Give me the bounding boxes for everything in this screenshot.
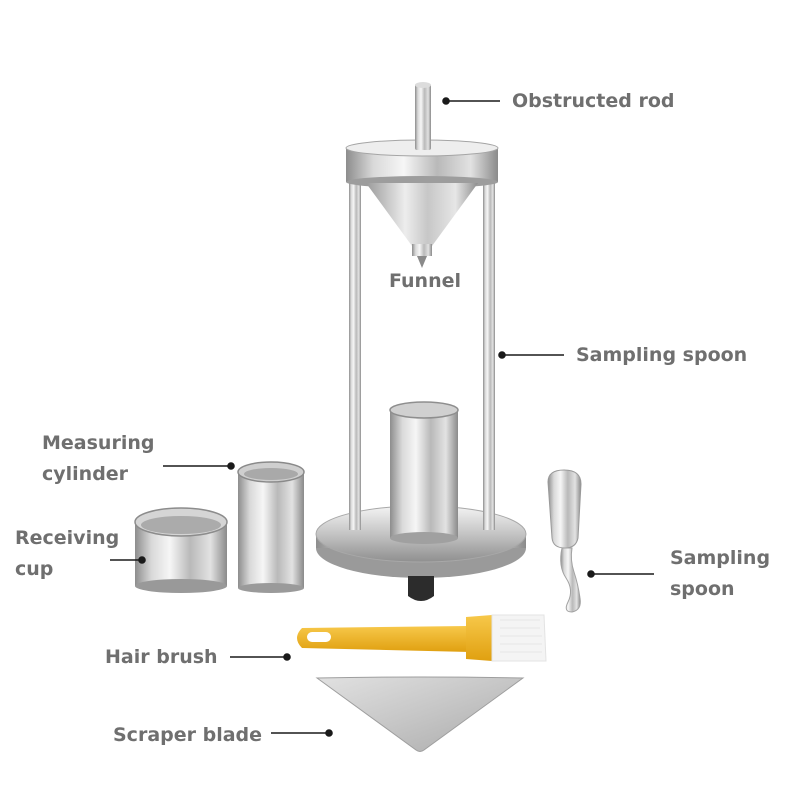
label-funnel: Funnel [389,270,462,292]
inner-cylinder [389,401,459,544]
label-sampling-spoon-line1: Sampling [670,547,771,569]
label-scraper-blade: Scraper blade [113,724,263,746]
label-obstructed-rod: Obstructed rod [512,90,675,112]
label-hair-brush: Hair brush [105,646,218,668]
leader-lines [110,97,654,737]
sampling-spoon [547,469,582,613]
top-holder [345,139,499,188]
label-measuring-cylinder: Measuring cylinder [42,428,154,490]
hair-brush [297,614,547,662]
receiving-cup [134,507,228,593]
measuring-cylinder [237,461,305,593]
obstructed-rod [415,82,431,150]
label-receiving-cup-line1: Receiving [15,527,120,549]
label-measuring-cylinder-line1: Measuring [42,432,155,454]
base-plate [315,505,527,601]
funnel [366,183,478,268]
label-receiving-cup: Receiving cup [15,523,119,585]
scraper-blade [315,676,525,752]
label-support-rod: Sampling spoon [576,344,748,366]
label-sampling-spoon: Sampling spoon [670,543,770,605]
label-sampling-spoon-line2: spoon [670,578,735,600]
support-rods [349,180,495,530]
label-receiving-cup-line2: cup [15,558,54,580]
label-measuring-cylinder-line2: cylinder [42,463,129,485]
